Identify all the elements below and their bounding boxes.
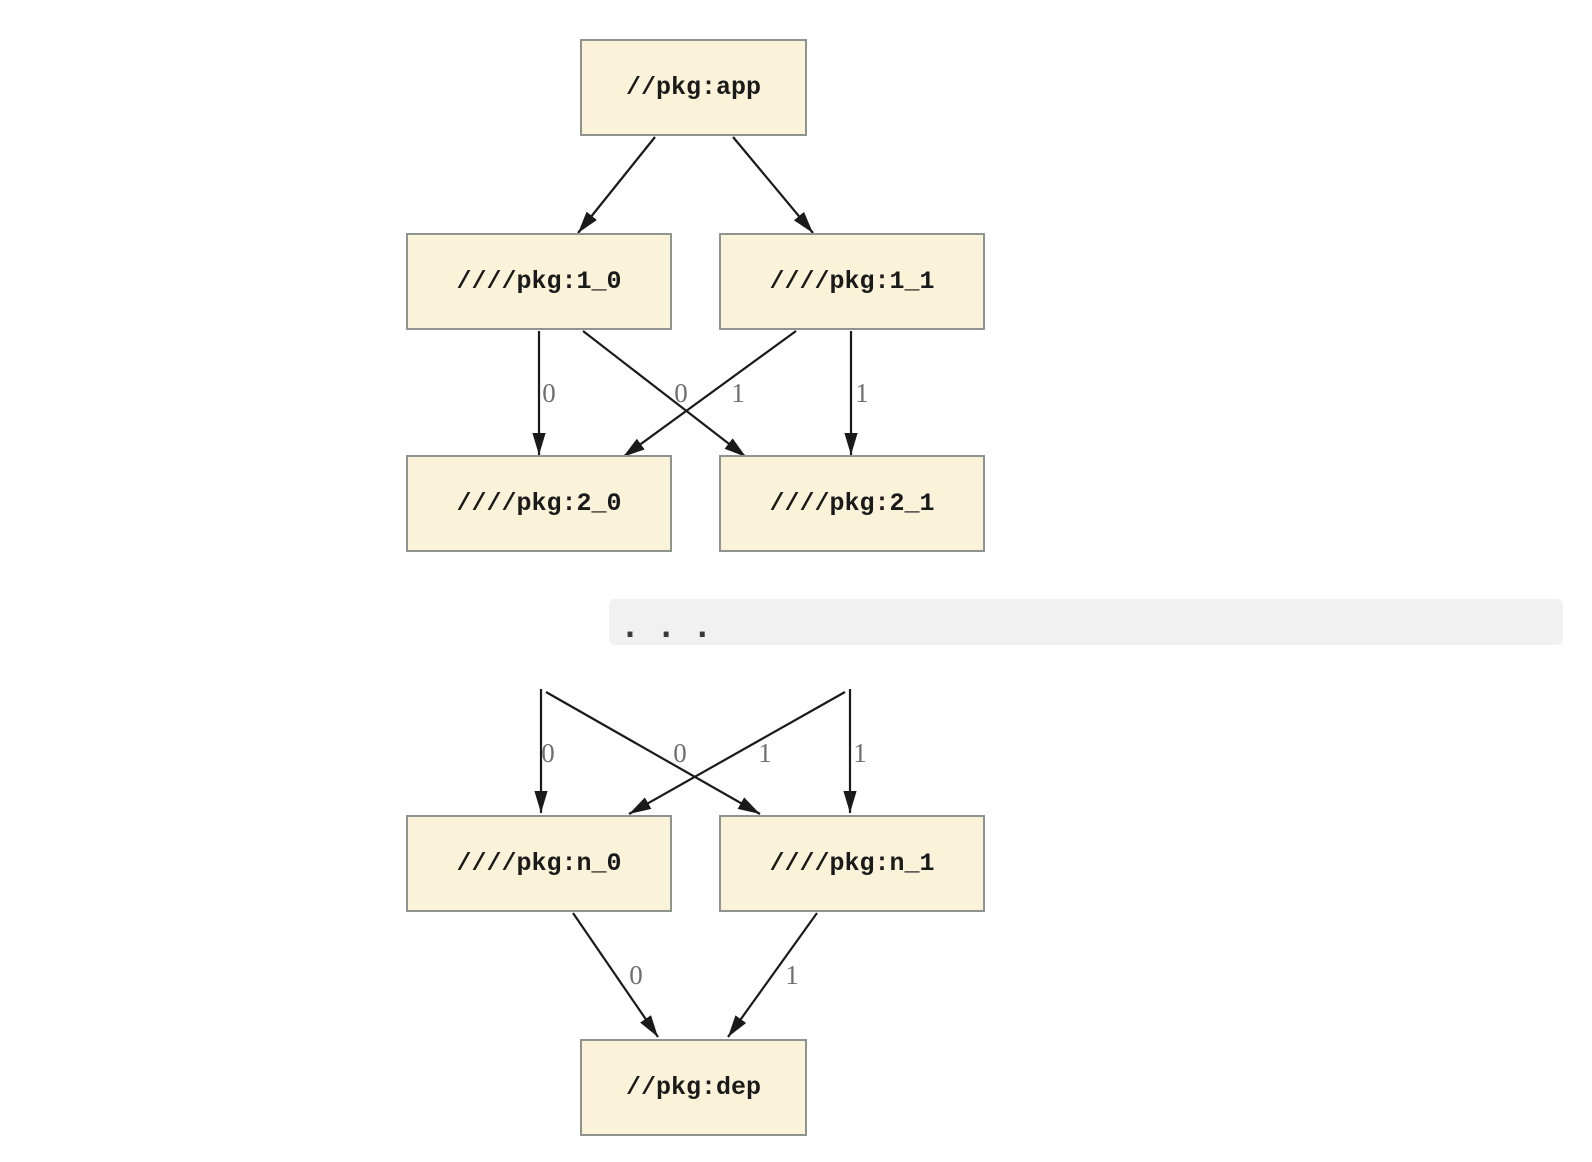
edge-1_1-to-2_0 — [622, 330, 797, 458]
edge-prev2-to-n_0 — [628, 691, 846, 815]
edge-1_0-to-2_1 — [582, 330, 747, 458]
edge-label: 0 — [673, 738, 687, 768]
edge-label: 0 — [541, 738, 555, 768]
edge-n_1-to-dep — [727, 912, 818, 1038]
edge-label: 0 — [542, 378, 556, 408]
edge-label: 1 — [731, 378, 745, 408]
node-pkg-2_0: ////pkg:2_0 — [406, 455, 672, 552]
edge-prev-to-n_1 — [545, 691, 761, 815]
node-pkg-2_1: ////pkg:2_1 — [719, 455, 985, 552]
edge-app-to-1_1 — [732, 136, 814, 234]
node-pkg-app: //pkg:app — [580, 39, 807, 136]
node-pkg-dep: //pkg:dep — [580, 1039, 807, 1136]
edge-label: 1 — [853, 738, 867, 768]
edge-label: 0 — [629, 960, 643, 990]
node-pkg-n_0: ////pkg:n_0 — [406, 815, 672, 912]
edge-label: 0 — [674, 378, 688, 408]
edge-app-to-1_0 — [577, 136, 656, 234]
ellipsis-band: . . . — [609, 599, 1563, 645]
edge-label: 1 — [758, 738, 772, 768]
edge-label: 1 — [855, 378, 869, 408]
node-pkg-n_1: ////pkg:n_1 — [719, 815, 985, 912]
node-pkg-1_0: ////pkg:1_0 — [406, 233, 672, 330]
node-pkg-1_1: ////pkg:1_1 — [719, 233, 985, 330]
ellipsis-dots: . . . — [621, 610, 712, 645]
edge-label: 1 — [785, 960, 799, 990]
edge-n_0-to-dep — [572, 912, 659, 1038]
